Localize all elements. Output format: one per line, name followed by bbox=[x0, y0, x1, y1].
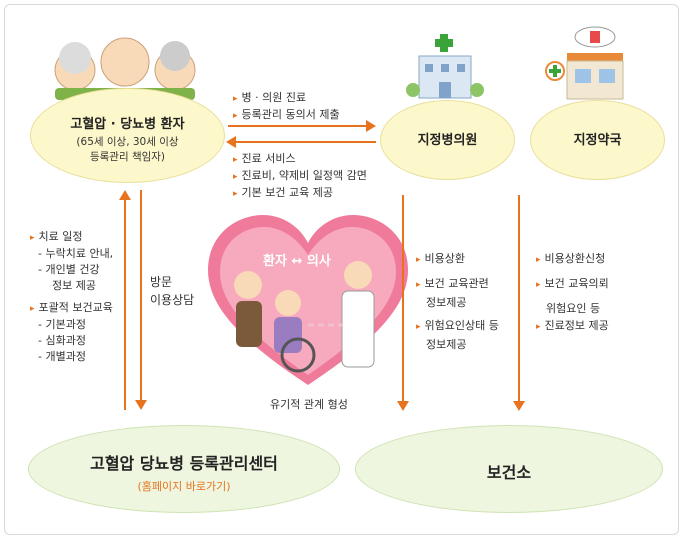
visit-line2: 이용상담 bbox=[150, 293, 195, 307]
visit-line1: 방문 bbox=[150, 275, 173, 289]
arrow-head-down bbox=[397, 401, 409, 411]
pharmacy-to-hc-item: 위험요인 등 bbox=[546, 302, 601, 315]
arrow-clinic-to-patient bbox=[236, 141, 376, 143]
pharmacy-icon bbox=[545, 26, 624, 100]
heart-illustration bbox=[208, 215, 408, 385]
clinic-to-patient-item: 진료 서비스 bbox=[233, 151, 367, 168]
visit-label: 방문 이용상담 bbox=[150, 273, 194, 309]
patient-sub2: 등록관리 책임자) bbox=[89, 151, 166, 163]
schedule-label: 치료 일정 bbox=[30, 229, 113, 246]
schedule-item: 누락치료 안내, bbox=[30, 246, 113, 262]
pharmacy-node: 지정약국 bbox=[530, 100, 665, 180]
clinic-to-hc-list: 비용상환 보건 교육관련 정보제공 위험요인상태 등 정보제공 bbox=[416, 250, 499, 353]
comprehensive-item: 기본과정 bbox=[30, 317, 113, 333]
arrow-patient-to-clinic bbox=[228, 125, 368, 127]
pharmacy-to-hc-list: 비용상환신청 보건 교육의뢰 위험요인 등 진료정보 제공 bbox=[536, 250, 609, 336]
arrow-head-down bbox=[513, 401, 525, 411]
pharmacy-to-hc-item: 보건 교육의뢰 bbox=[536, 275, 609, 294]
center-services-list: 치료 일정 누락치료 안내, 개인별 건강 정보 제공 포괄적 보건교육 기본과… bbox=[30, 229, 114, 365]
clinic-to-hc-item: 비용상환 bbox=[416, 250, 499, 269]
clinic-to-hc-item: 보건 교육관련 bbox=[416, 275, 499, 294]
arrow-center-to-patient bbox=[124, 198, 126, 410]
clinic-to-hc-item: 정보제공 bbox=[426, 338, 467, 351]
arrow-patient-to-center bbox=[140, 190, 142, 402]
schedule-item: 정보 제공 bbox=[52, 279, 96, 292]
comprehensive-item: 개별과정 bbox=[30, 349, 113, 365]
arrow-head-down bbox=[135, 400, 147, 410]
clinic-to-hc-item: 위험요인상태 등 bbox=[416, 317, 499, 336]
diagram-frame bbox=[4, 4, 679, 535]
patient-node: 고혈압 · 당뇨병 환자 (65세 이상, 30세 이상 등록관리 책임자) bbox=[30, 88, 225, 183]
center-node: 고혈압 당뇨병 등록관리센터 (홈페이지 바로가기) bbox=[28, 425, 340, 513]
comprehensive-item: 심화과정 bbox=[30, 333, 113, 349]
center-title: 고혈압 당뇨병 등록관리센터 bbox=[90, 454, 278, 473]
clinic-to-hc-item: 정보제공 bbox=[426, 296, 467, 309]
health-center-node: 보건소 bbox=[355, 425, 663, 513]
patient-to-clinic-item: 병 · 의원 진료 bbox=[233, 90, 340, 107]
health-center-title: 보건소 bbox=[486, 463, 532, 482]
schedule-item: 개인별 건강 bbox=[30, 262, 113, 278]
arrow-pharmacy-to-hc bbox=[518, 195, 520, 403]
clinic-to-patient-item: 기본 보건 교육 제공 bbox=[233, 185, 367, 202]
clinic-title: 지정병의원 bbox=[417, 133, 478, 148]
homepage-link[interactable]: (홈페이지 바로가기) bbox=[137, 480, 231, 493]
arrow-head-right bbox=[366, 120, 376, 132]
clinic-to-patient-item: 진료비, 약제비 일정액 감면 bbox=[233, 168, 367, 185]
clinic-node: 지정병의원 bbox=[380, 100, 515, 180]
comprehensive-label: 포괄적 보건교육 bbox=[30, 300, 113, 317]
patient-to-clinic-list: 병 · 의원 진료 등록관리 동의서 제출 bbox=[233, 90, 340, 124]
clinic-to-patient-list: 진료 서비스 진료비, 약제비 일정액 감면 기본 보건 교육 제공 bbox=[233, 151, 367, 202]
arrow-head-left bbox=[226, 136, 236, 148]
heart-caption: 유기적 관계 형성 bbox=[270, 398, 348, 411]
patient-to-clinic-item: 등록관리 동의서 제출 bbox=[233, 107, 340, 124]
arrow-head-up bbox=[119, 190, 131, 200]
pharmacy-to-hc-item: 진료정보 제공 bbox=[536, 317, 609, 336]
pharmacy-to-hc-item: 비용상환신청 bbox=[536, 250, 609, 269]
arrow-clinic-to-hc bbox=[402, 195, 404, 403]
heart-label: 환자 ↔ 의사 bbox=[263, 254, 331, 269]
patient-title: 고혈압 · 당뇨병 환자 bbox=[70, 117, 185, 132]
patient-sub1: (65세 이상, 30세 이상 bbox=[76, 136, 179, 148]
pharmacy-title: 지정약국 bbox=[573, 133, 622, 148]
hospital-icon bbox=[406, 32, 484, 99]
